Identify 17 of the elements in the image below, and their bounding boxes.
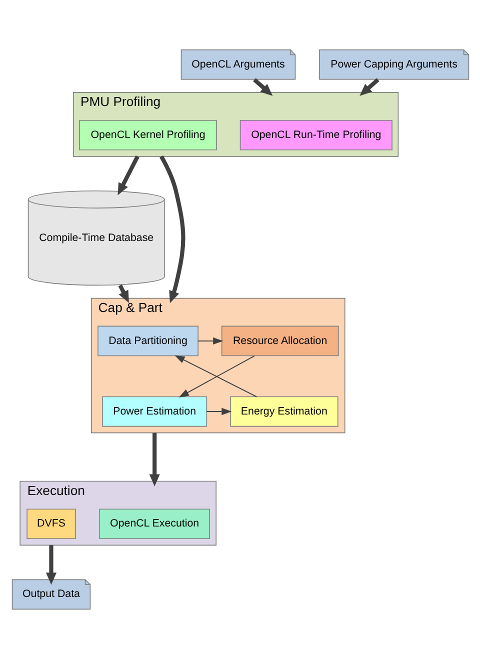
arrow: [197, 337, 223, 345]
arrow: [148, 432, 160, 486]
node-box: Resource Allocation: [220, 326, 338, 356]
arrow: [159, 155, 185, 304]
node-box: Data Partitioning: [97, 326, 198, 356]
node-box: DVFS: [26, 508, 76, 540]
arrow: [117, 156, 139, 196]
node-box: Power Estimation: [102, 396, 207, 427]
arrow: [252, 78, 272, 96]
arrow: [206, 408, 232, 416]
arrow: [359, 78, 379, 96]
node-box: OpenCL Kernel Profiling: [78, 120, 216, 150]
arrow: [45, 545, 56, 585]
node-box: OpenCL Run-Time Profiling: [239, 120, 392, 150]
arrow: [118, 284, 128, 303]
node-box: Energy Estimation: [230, 396, 338, 427]
node-box: OpenCL Execution: [98, 508, 210, 540]
